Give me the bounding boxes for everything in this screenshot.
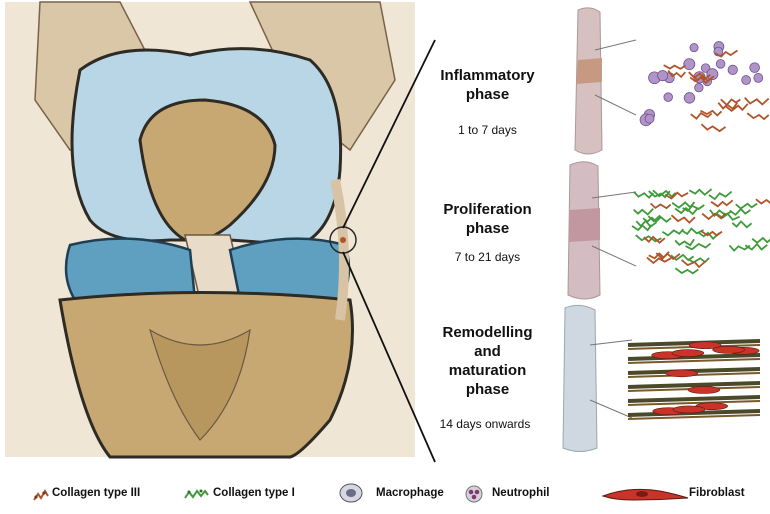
legend-label-macrophage: Macrophage: [376, 487, 444, 499]
collagen-iii-fiber: [664, 65, 686, 69]
inflammatory-cell: [695, 83, 703, 91]
macrophage-icon: [340, 484, 362, 502]
collagen-iii-fiber: [726, 104, 748, 111]
knee-illustration: [5, 2, 415, 457]
fibroblast-cell: [672, 350, 704, 357]
phase-2-title-line-1: Proliferation: [415, 200, 560, 219]
phase-1-title-line-1: Inflammatory: [415, 66, 560, 85]
legend: Collagen type III Collagen type I Macrop…: [0, 478, 770, 509]
phase-1-title-line-2: phase: [415, 85, 560, 104]
collagen-type-i-icon: [185, 490, 208, 499]
inflammatory-cell: [690, 44, 698, 52]
phase-3-days: 14 days onwards: [410, 417, 560, 431]
fibroblast-cell: [713, 346, 745, 353]
aligned-collagen-bundle: [628, 383, 760, 387]
phase-3-title-line-3: maturation: [415, 361, 560, 380]
collagen-i-fiber: [675, 239, 694, 245]
inflammatory-cell: [716, 60, 725, 69]
collagen-iii-fiber: [649, 252, 669, 259]
collagen-i-fiber: [675, 268, 698, 273]
tissue-strip-1: [575, 8, 636, 154]
fibroblast-cell: [673, 406, 705, 413]
collagen-i-fiber: [732, 221, 751, 227]
legend-label-collagen-iii: Collagen type III: [52, 487, 140, 499]
collagen-i-fiber: [736, 204, 757, 209]
collagen-i-fiber: [634, 209, 654, 215]
phase-1-title: Inflammatory phase: [415, 66, 560, 104]
inflammatory-microview: [640, 42, 769, 132]
collagen-iii-fiber: [745, 98, 769, 105]
collagen-i-fiber: [730, 209, 751, 215]
inflammatory-cell: [750, 63, 760, 73]
inflammatory-cell: [742, 76, 751, 85]
proliferation-microview: [632, 189, 770, 273]
inflammatory-cell: [658, 71, 668, 81]
phase-3-title-line-4: phase: [415, 380, 560, 399]
tissue-strip-3: [563, 305, 632, 451]
collagen-i-fiber: [709, 192, 732, 200]
phase-3-title-line-1: Remodelling: [415, 323, 560, 342]
neutrophil-icon: [466, 486, 482, 502]
fibroblast-icon: [603, 489, 688, 500]
inflammatory-cell: [684, 93, 695, 104]
remodelling-microview: [628, 341, 760, 419]
collagen-i-fiber: [745, 244, 767, 249]
phase-2-title-line-2: phase: [415, 219, 560, 238]
collagen-i-fiber: [672, 202, 694, 208]
aligned-collagen-bundle: [628, 397, 760, 401]
collagen-i-fiber: [662, 229, 683, 235]
legend-label-neutrophil: Neutrophil: [492, 487, 550, 499]
collagen-iii-fiber: [651, 203, 671, 208]
collagen-iii-fiber: [756, 199, 770, 204]
phase-2-days: 7 to 21 days: [415, 250, 560, 264]
phase-1-days: 1 to 7 days: [415, 123, 560, 137]
fibroblast-cell: [688, 386, 720, 393]
injury-site-dot: [340, 237, 346, 243]
phase-2-title: Proliferation phase: [415, 200, 560, 238]
inflammatory-cell: [645, 114, 654, 123]
phase-3-title-line-2: and: [415, 342, 560, 361]
legend-label-fibroblast: Fibroblast: [689, 487, 745, 499]
legend-label-collagen-i: Collagen type I: [213, 487, 295, 499]
collagen-iii-fiber: [701, 124, 725, 131]
inflammatory-cell: [684, 59, 695, 70]
collagen-type-iii-icon: [34, 491, 48, 500]
fibroblast-cell: [666, 370, 698, 377]
collagen-i-fiber: [689, 189, 711, 195]
collagen-iii-fiber: [647, 258, 671, 263]
inflammatory-cell: [664, 93, 673, 102]
collagen-iii-fiber: [671, 215, 695, 222]
inflammatory-cell: [754, 73, 763, 82]
collagen-iii-fiber: [711, 200, 733, 206]
inflammatory-cell: [728, 65, 737, 74]
phase-3-title: Remodelling and maturation phase: [415, 323, 560, 399]
collagen-iii-fiber: [747, 113, 768, 119]
collagen-i-fiber: [752, 237, 770, 243]
tissue-strip-2: [568, 162, 636, 299]
